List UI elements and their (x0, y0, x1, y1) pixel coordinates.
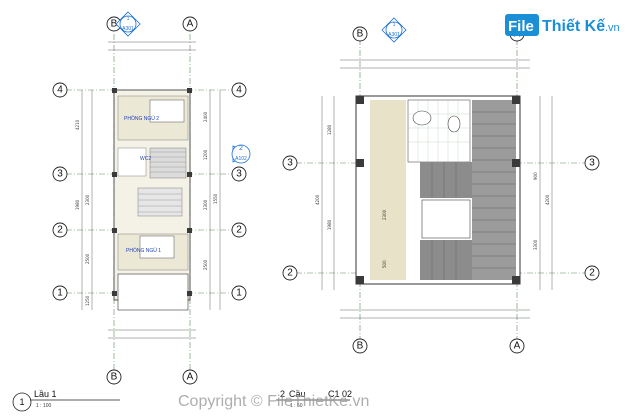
grid-bubble-3-right-r: 3 (584, 155, 600, 171)
dim-right-3: 2300 (203, 199, 208, 210)
grid-bubble-a-bottom: A (182, 369, 198, 385)
room-label-wc2: WC2 (140, 156, 151, 162)
dim-left-3: 2300 (85, 194, 90, 205)
svg-text:3: 3 (57, 169, 63, 180)
grid-bubble-b-bottom-right: B (352, 338, 368, 354)
section-tag-right: 1 A301 (381, 17, 407, 43)
svg-text:Thiết Kế: Thiết Kế (542, 18, 605, 35)
dim-left-5: 1250 (85, 295, 90, 306)
svg-text:3: 3 (589, 158, 595, 169)
svg-text:2: 2 (236, 225, 242, 236)
dim-right-2: 1200 (203, 149, 208, 160)
svg-text:3: 3 (287, 158, 293, 169)
svg-text:2: 2 (239, 145, 243, 152)
grid-bubble-2-left: 2 (52, 222, 68, 238)
svg-text:Cầu: Cầu (289, 389, 306, 399)
svg-text:A301: A301 (388, 32, 400, 38)
svg-text:B: B (111, 19, 118, 30)
dim-left-2: 1980 (75, 199, 80, 210)
room-label-bedroom-2: PHÒNG NGỦ 2 (124, 115, 159, 122)
grid-bubble-2-left-r: 2 (282, 265, 298, 281)
left-plan-title: 1 Lầu 1 1 : 100 (12, 389, 120, 412)
svg-text:2: 2 (280, 389, 285, 399)
svg-text:1: 1 (393, 22, 396, 28)
svg-text:1 : 100: 1 : 100 (36, 403, 52, 409)
dim-r-left-3: 1980 (327, 219, 332, 230)
svg-text:B: B (111, 372, 118, 383)
grid-bubble-1-left: 1 (52, 285, 68, 301)
svg-text:1: 1 (127, 16, 130, 22)
grid-bubble-2-right-r: 2 (584, 265, 600, 281)
svg-text:4: 4 (57, 85, 63, 96)
dim-r-inner-1: 2300 (382, 209, 387, 220)
svg-text:A: A (514, 341, 521, 352)
grid-bubble-4-left: 4 (52, 82, 68, 98)
grid-bubble-a-bottom-right: A (509, 338, 525, 354)
svg-text:1 : 50: 1 : 50 (290, 403, 303, 409)
svg-text:1: 1 (57, 288, 63, 299)
svg-text:C1 02: C1 02 (328, 389, 352, 399)
grid-bubble-2-right: 2 (231, 222, 247, 238)
copyright-watermark: Copyright © FileThietKe.vn (178, 393, 369, 410)
grid-bubble-a-top: A (182, 16, 198, 32)
svg-text:1: 1 (19, 397, 24, 407)
svg-text:B: B (357, 29, 364, 40)
grid-bubble-3-left-r: 3 (282, 155, 298, 171)
svg-text:2: 2 (287, 268, 293, 279)
dim-right-1: 2400 (203, 111, 208, 122)
svg-text:1: 1 (236, 288, 242, 299)
section-tag-left: 1 A301 (115, 11, 141, 37)
dim-right-5: 1550 (213, 193, 218, 204)
grid-bubble-3-right: 3 (231, 166, 247, 182)
left-floor-plan: PHÒNG NGỦ 2 WC2 PHÒNG NGỦ 1 4210 1980 23… (52, 11, 251, 385)
svg-text:2: 2 (57, 225, 63, 236)
dim-r-inner-2: 500 (382, 260, 387, 268)
grid-bubble-1-right: 1 (231, 285, 247, 301)
svg-text:2: 2 (589, 268, 595, 279)
dim-r-right-3: 3300 (533, 239, 538, 250)
svg-text:A: A (187, 372, 194, 383)
svg-text:.vn: .vn (605, 22, 620, 34)
svg-text:Lầu 1: Lầu 1 (34, 389, 57, 399)
elevation-tag: 2 A102 (231, 144, 251, 164)
grid-bubble-b-bottom: B (106, 369, 122, 385)
svg-text:A301: A301 (122, 26, 134, 32)
dim-r-right-1: 4200 (545, 194, 550, 205)
svg-text:File: File (508, 18, 534, 35)
svg-text:B: B (357, 341, 364, 352)
right-floor-plan: 4200 1280 1980 2300 500 4200 900 3300 B … (282, 17, 600, 354)
right-plan-title: 2 Cầu C1 02 1 : 50 (276, 389, 352, 409)
room-label-bedroom-1: PHÒNG NGỦ 1 (126, 247, 161, 254)
grid-bubble-b-top-right: B (352, 26, 368, 42)
grid-bubble-3-left: 3 (52, 166, 68, 182)
svg-text:A102: A102 (235, 156, 247, 162)
dim-left-4: 2500 (85, 253, 90, 264)
svg-text:3: 3 (236, 169, 242, 180)
grid-bubble-4-right: 4 (231, 82, 247, 98)
dim-left-1: 4210 (75, 119, 80, 130)
dim-r-left-1: 4200 (315, 194, 320, 205)
svg-text:4: 4 (236, 85, 242, 96)
brand-logo: File Thiết Kế .vn (505, 14, 620, 36)
dim-right-4: 2500 (203, 259, 208, 270)
dim-r-left-2: 1280 (327, 124, 332, 135)
dim-r-right-2: 900 (533, 172, 538, 180)
svg-text:A: A (187, 19, 194, 30)
